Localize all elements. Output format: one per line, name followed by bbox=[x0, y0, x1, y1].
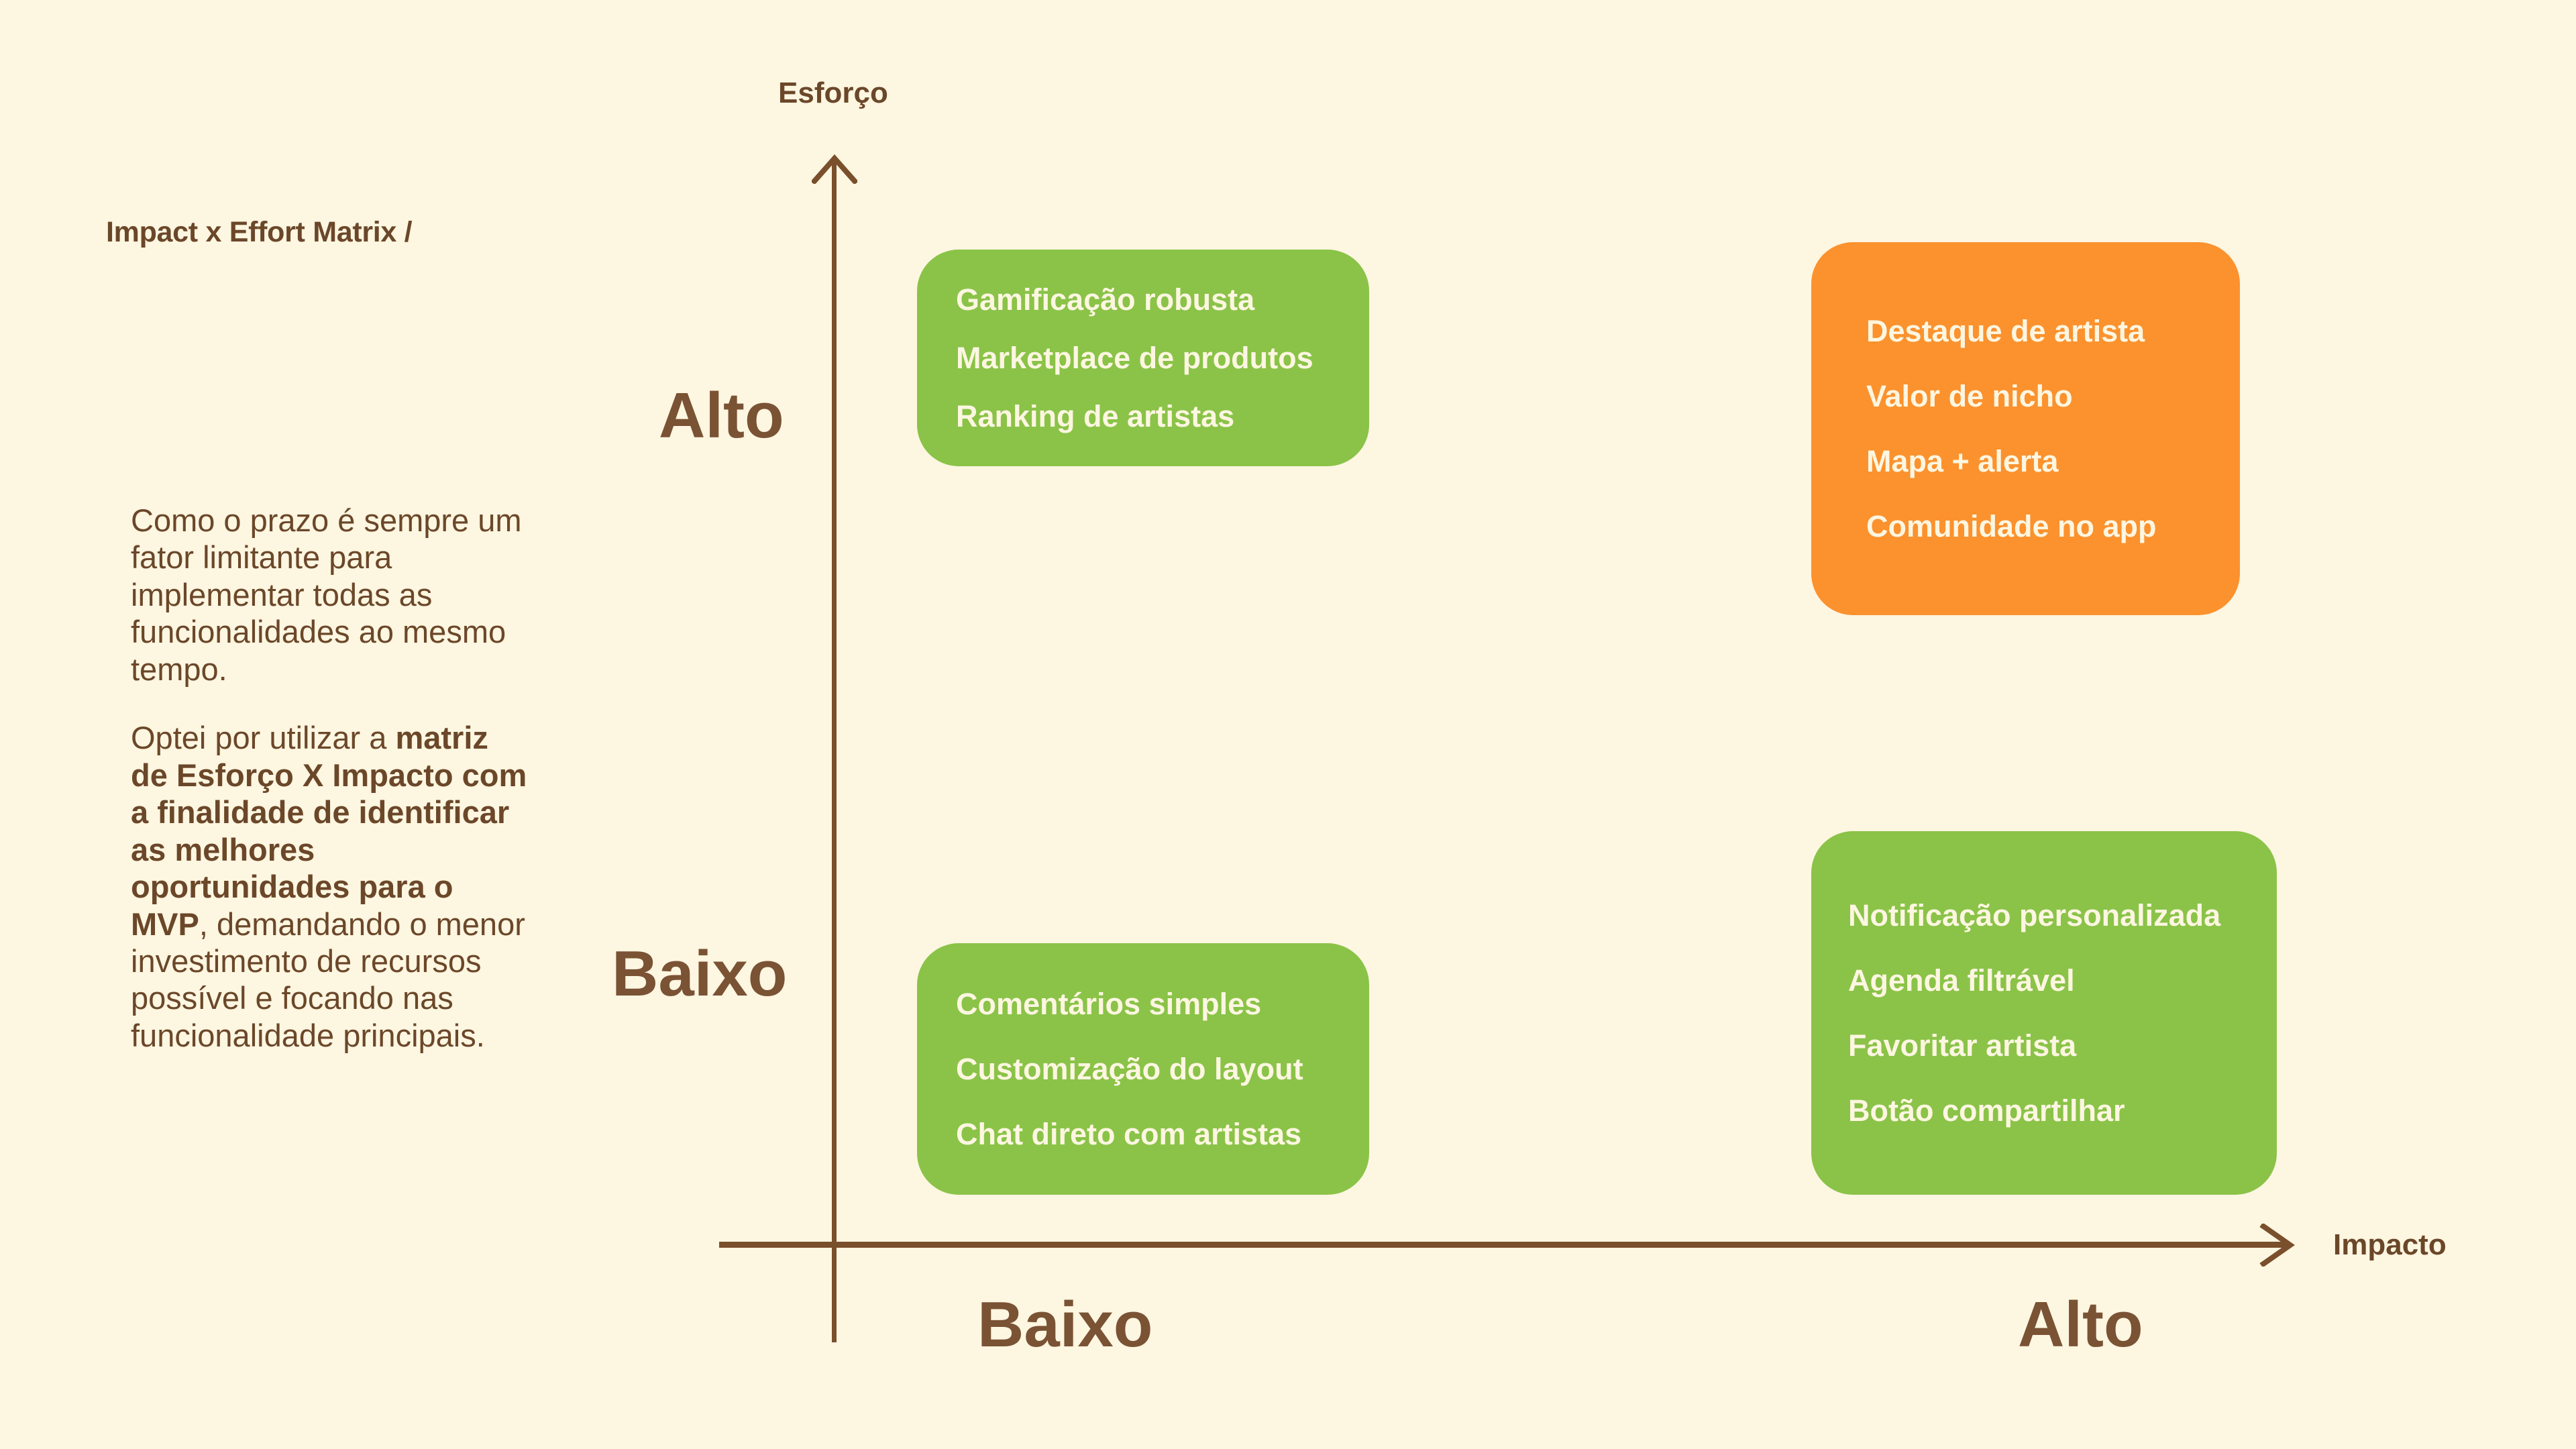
list-item: Comentários simples bbox=[956, 987, 1262, 1021]
arrow-right-icon bbox=[2259, 1222, 2297, 1268]
quadrant-card-low-effort-low-impact[interactable]: Comentários simples Customização do layo… bbox=[917, 943, 1369, 1195]
list-item: Comunidade no app bbox=[1866, 509, 2157, 543]
list-item: Valor de nicho bbox=[1866, 379, 2073, 413]
explanatory-text: Como o prazo é sempre um fator limitante… bbox=[131, 502, 533, 1054]
list-item: Gamificação robusta bbox=[956, 282, 1255, 317]
list-item: Destaque de artista bbox=[1866, 314, 2145, 348]
paragraph-bold-text: matriz de Esforço X Impacto com a finali… bbox=[131, 720, 527, 942]
list-item: Agenda filtrável bbox=[1848, 963, 2075, 998]
effort-axis-line bbox=[832, 157, 837, 1342]
x-tick-baixo: Baixo bbox=[977, 1289, 1153, 1360]
impact-axis-line bbox=[719, 1242, 2289, 1248]
list-item: Ranking de artistas bbox=[956, 399, 1235, 433]
paragraph-lead-text: Optei por utilizar a bbox=[131, 720, 396, 756]
arrow-up-icon bbox=[810, 153, 859, 185]
quadrant-card-high-effort-low-impact[interactable]: Gamificação robusta Marketplace de produ… bbox=[917, 250, 1369, 466]
y-axis-label: Esforço bbox=[778, 76, 888, 109]
paragraph-tail-text: , demandando o menor investimento de rec… bbox=[131, 906, 525, 1053]
list-item: Botão compartilhar bbox=[1848, 1093, 2125, 1128]
list-item: Customização do layout bbox=[956, 1052, 1303, 1086]
y-tick-alto: Alto bbox=[659, 380, 784, 451]
list-item: Chat direto com artistas bbox=[956, 1117, 1302, 1151]
quadrant-card-high-effort-high-impact[interactable]: Destaque de artista Valor de nicho Mapa … bbox=[1811, 242, 2240, 615]
list-item: Notificação personalizada bbox=[1848, 898, 2221, 932]
x-axis-label: Impacto bbox=[2333, 1228, 2447, 1261]
list-item: Favoritar artista bbox=[1848, 1028, 2077, 1063]
page-title: Impact x Effort Matrix / bbox=[106, 216, 413, 248]
list-item: Marketplace de produtos bbox=[956, 341, 1313, 375]
x-tick-alto: Alto bbox=[2018, 1289, 2143, 1360]
list-item: Mapa + alerta bbox=[1866, 444, 2059, 478]
paragraph-deadline: Como o prazo é sempre um fator limitante… bbox=[131, 502, 522, 687]
paragraph-matrix-rationale: Optei por utilizar a matriz de Esforço X… bbox=[131, 719, 533, 1054]
quadrant-card-low-effort-high-impact[interactable]: Notificação personalizada Agenda filtráv… bbox=[1811, 831, 2277, 1195]
y-tick-baixo: Baixo bbox=[612, 938, 788, 1010]
